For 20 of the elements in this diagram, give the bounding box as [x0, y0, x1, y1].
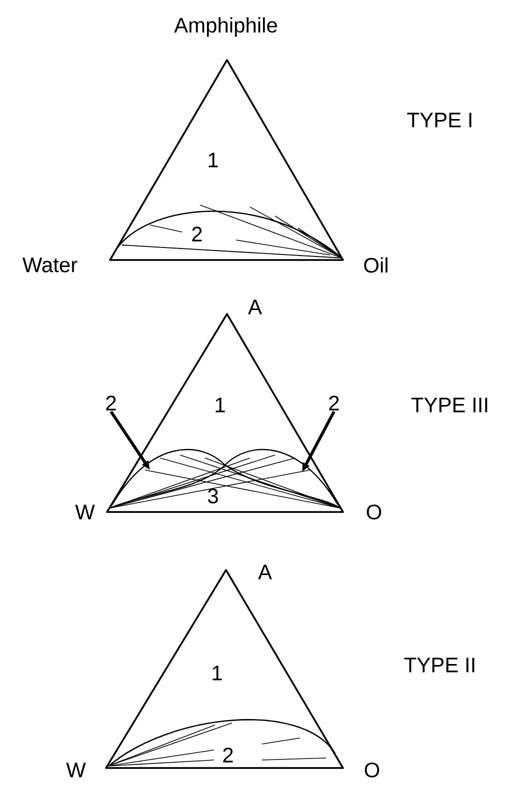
region-number: 1 [208, 152, 218, 168]
vertex-label: O [366, 504, 382, 520]
type-label: TYPE III [411, 398, 488, 412]
region-number: 2 [329, 396, 339, 410]
vertex-label: A [258, 564, 272, 580]
vertex-label: Amphiphile [174, 17, 277, 37]
region-number: 3 [208, 488, 218, 504]
vertex-label: W [66, 762, 86, 778]
region-number: 2 [192, 226, 202, 242]
vertex-label: O [364, 762, 380, 778]
type-label: TYPE II [404, 658, 474, 672]
vertex-label: W [75, 504, 95, 520]
region-number: 2 [106, 396, 116, 410]
region-number: 2 [223, 748, 233, 762]
vertex-label: Water [22, 258, 78, 272]
region-number: 1 [212, 666, 222, 680]
vertex-label: Oil [364, 257, 388, 273]
type-label: TYPE I [407, 112, 472, 128]
vertex-label: A [248, 300, 262, 314]
region-number: 1 [216, 398, 225, 412]
